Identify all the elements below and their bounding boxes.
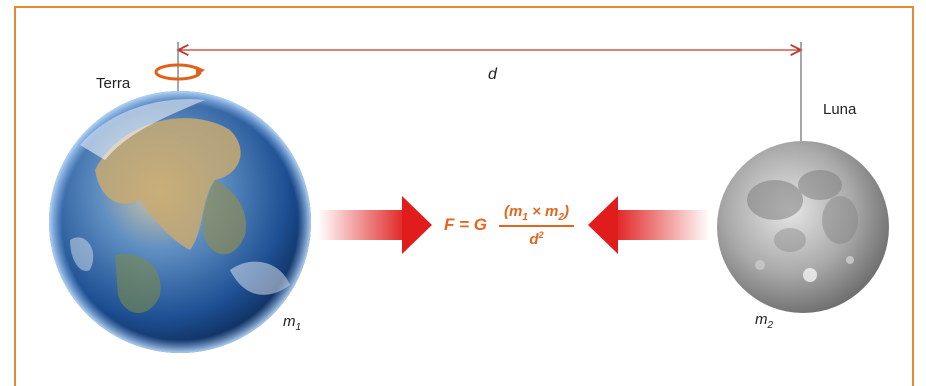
- force-arrow-right: [588, 196, 710, 254]
- formula-numerator: (m1 × m2): [504, 203, 569, 223]
- distance-label: d: [488, 66, 497, 83]
- formula-denominator: d2: [529, 230, 544, 248]
- diagram-frame: [14, 6, 914, 386]
- moon-image: [717, 141, 889, 313]
- rotation-arrow-icon: [154, 63, 205, 81]
- formula-fraction: (m1 × m2) d2: [499, 203, 574, 248]
- earth-image: [49, 91, 311, 353]
- force-arrow-left: [318, 196, 432, 254]
- formula-lhs: F = G: [444, 215, 487, 234]
- mass-1-label: m1: [283, 313, 302, 333]
- moon-label: Luna: [823, 101, 857, 118]
- fraction-bar: [499, 225, 574, 227]
- earth-label: Terra: [96, 75, 131, 92]
- mass-2-label: m2: [755, 311, 774, 331]
